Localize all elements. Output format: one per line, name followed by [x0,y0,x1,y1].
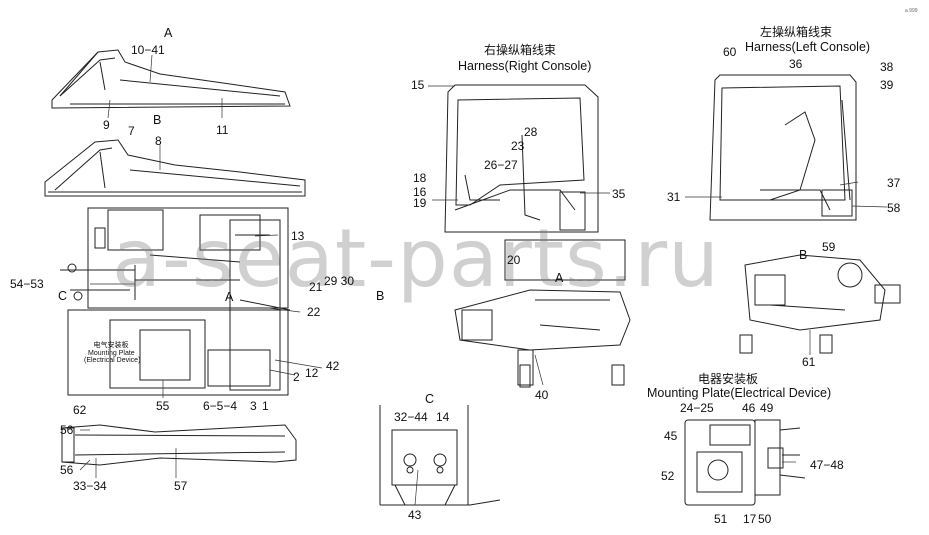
callout-17: 17 [743,512,757,526]
callout-7: 7 [128,124,135,138]
callout-45: 45 [664,429,678,443]
callout-33-34: 33−34 [73,479,107,493]
callout-51: 51 [714,512,728,526]
callout-11: 11 [216,123,229,137]
callout-6-5-4: 6−5−4 [203,399,238,413]
view-letter-c-bottom: C [425,392,435,406]
callout-43: 43 [408,508,422,522]
callout-8: 8 [155,134,162,148]
callout-29-30: 29 30 [324,274,355,288]
callout-13: 13 [291,229,305,243]
view-letter-b-right: B [376,289,385,303]
callout-47-48: 47−48 [810,458,844,472]
callout-3: 3 [250,399,257,413]
callout-26-27: 26−27 [484,158,518,172]
callout-58: 58 [887,201,901,215]
callout-16: 16 [413,185,427,199]
callout-9: 9 [103,118,110,132]
header-plate-en: Mounting Plate(Electrical Device) [647,386,832,400]
mounting-plate-device [684,419,806,506]
callout-32-44: 32−44 [394,410,428,424]
view-letter-c-left: C [58,289,68,303]
callout-49: 49 [760,401,774,415]
header-right-console-en: Harness(Right Console) [458,59,592,73]
view-letter-b-right-machine: B [799,248,808,262]
callout-23: 23 [511,139,525,153]
callout-14: 14 [436,410,450,424]
callout-50: 50 [758,512,772,526]
arm-lower-view [61,424,297,466]
callout-24-25: 24−25 [680,401,714,415]
header-left-console-en: Harness(Left Console) [745,40,871,54]
callout-62: 62 [73,403,87,417]
callout-15: 15 [411,78,425,92]
watermark: a-seat-parts.ru [112,212,720,305]
view-c-frame [379,405,501,506]
leader-lines [79,54,888,506]
boom-view-a [51,49,291,109]
callout-31: 31 [667,190,681,204]
callout-42: 42 [326,359,340,373]
view-letter-a-mid: A [225,290,234,304]
callout-40: 40 [535,388,549,402]
corner-mark: a 999 [905,8,918,14]
machine-side-right [739,254,901,354]
cab-right-console [444,84,599,233]
header-left-console-zh: 左操纵箱线束 [760,25,833,39]
callout-10-41: 10−41 [131,43,165,57]
callout-55: 55 [156,399,170,413]
small-plate-label-zh: 电气安装板 [93,342,129,349]
view-letter-b-top: B [153,113,162,127]
machine-top-plan [60,207,291,396]
callout-21: 21 [309,280,323,294]
callout-20: 20 [507,253,521,267]
callout-60: 60 [723,45,737,59]
callout-39: 39 [880,78,894,92]
callout-28: 28 [524,125,538,139]
machine-side-center [454,239,631,388]
boom-view-b [44,139,306,197]
header-right-console-zh: 右操纵箱线束 [484,43,557,57]
view-letter-a-top: A [164,26,173,40]
callout-18: 18 [413,171,427,185]
small-plate-label-en-2: (Electrical Device) [84,357,141,364]
view-letter-a-cab: A [555,271,564,285]
callout-56-upper: 56 [60,423,74,437]
callout-38: 38 [880,60,894,74]
callout-12: 12 [305,366,319,380]
callout-36: 36 [789,57,803,71]
cab-left-console [709,74,857,221]
callout-2: 2 [293,370,300,384]
header-plate-zh: 电器安装板 [698,372,759,386]
callout-19: 19 [413,196,427,210]
callout-1: 1 [262,399,269,413]
callout-56-lower: 56 [60,463,74,477]
callout-61: 61 [802,355,816,369]
small-plate-label-en-1: Mounting Plate [88,350,135,357]
callout-52: 52 [661,469,675,483]
callout-59: 59 [822,240,836,254]
callout-22: 22 [307,305,321,319]
callout-57: 57 [174,479,188,493]
callout-35: 35 [612,187,626,201]
callout-54-53: 54−53 [10,277,44,291]
callout-37: 37 [887,176,901,190]
callout-46: 46 [742,401,756,415]
